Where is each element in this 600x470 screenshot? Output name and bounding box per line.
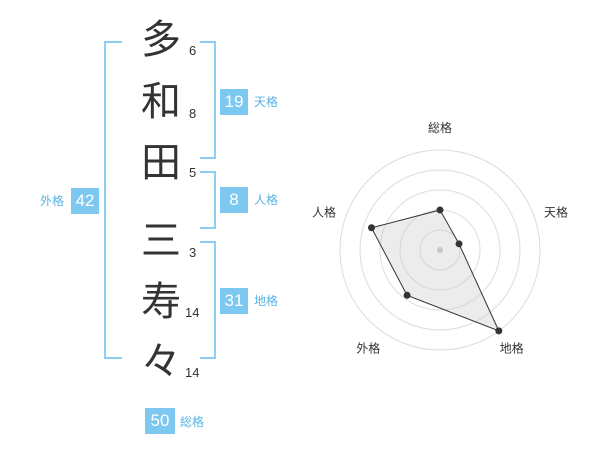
jinkaku-badge: 8 [220,187,248,213]
radar-ring-3 [379,189,501,311]
name-char-3: 田 [141,140,181,186]
radar-axis-label-4: 外格 [356,341,380,356]
soukaku-label: 総格 [180,415,205,429]
jinkaku-bracket [200,171,216,229]
radar-point-2 [455,240,463,248]
name-char-5: 寿 [141,279,181,325]
tenkaku-bracket [200,41,216,159]
radar-axis-label-2: 天格 [544,204,568,219]
radar-point-5 [368,224,376,232]
radar-center-dot [437,247,443,253]
soukaku-badge: 50 [145,408,175,434]
radar-axis-label-1: 総格 [428,120,452,135]
jinkaku-label: 人格 [254,193,279,207]
radar-point-3 [495,327,503,335]
radar-axis-label-3: 地格 [500,341,524,356]
radar-ring-4 [359,169,521,331]
chikaku-label: 地格 [254,294,279,308]
name-char-1: 多 [141,17,181,63]
stroke-count-4: 3 [189,245,197,260]
stroke-count-2: 8 [189,106,197,121]
stroke-count-1: 6 [189,43,197,58]
chikaku-badge: 31 [220,288,248,314]
radar-ring-5 [339,149,541,351]
name-char-4: 三 [141,218,181,264]
name-char-6: 々 [141,339,181,385]
tenkaku-badge: 19 [220,89,248,115]
name-char-2: 和 [141,79,181,125]
stroke-count-3: 5 [189,165,197,180]
gaikaku-bracket [104,41,122,359]
radar-point-1 [436,206,444,214]
radar-point-4 [403,291,411,299]
radar-axis-label-5: 人格 [312,204,336,219]
stroke-count-5: 14 [185,305,200,320]
radar-ring-1 [419,229,461,271]
radar-polygon [370,209,500,332]
gaikaku-badge: 42 [71,188,99,214]
chikaku-bracket [200,241,216,359]
tenkaku-label: 天格 [254,95,279,109]
stroke-count-6: 14 [185,365,200,380]
gaikaku-label: 外格 [40,194,65,208]
